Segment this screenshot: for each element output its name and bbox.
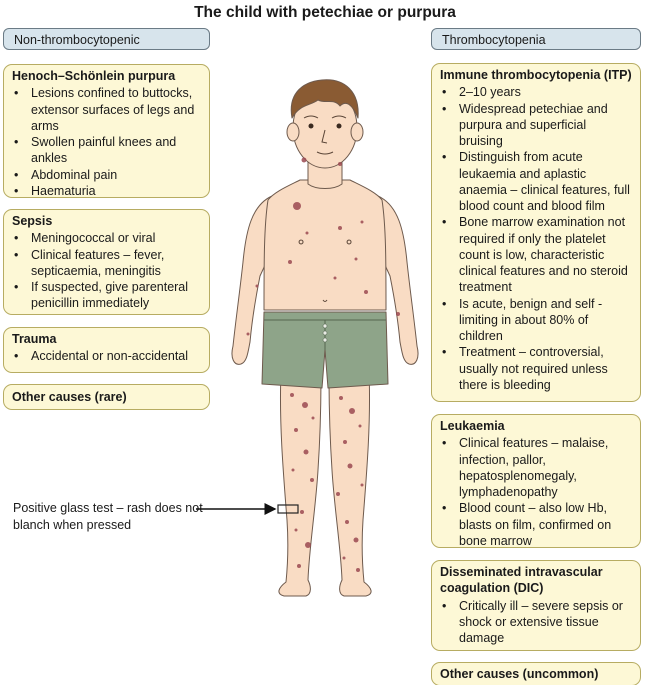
spot: [293, 202, 301, 210]
spot: [342, 556, 346, 560]
hair: [290, 79, 359, 119]
list-item: Bone marrow examination not required if …: [440, 214, 632, 295]
spot: [364, 290, 368, 294]
list-item: Clinical features – malaise, infection, …: [440, 435, 632, 500]
glass-test-rectangle: [277, 504, 299, 514]
left-ear: [286, 122, 300, 142]
spot: [345, 520, 349, 524]
list-item: Distinguish from acute leukaemia and apl…: [440, 149, 632, 214]
list-item: 2–10 years: [440, 84, 632, 101]
header-label: Non-thrombocytopenic: [14, 33, 140, 47]
left-eye: [308, 123, 314, 129]
leukaemia-box: Leukaemia Clinical features – malaise, i…: [431, 414, 641, 548]
glass-test-line-2: blanch when pressed: [13, 517, 132, 532]
sepsis-box: Sepsis Meningococcal or viral Clinical f…: [3, 209, 210, 315]
navel: [322, 299, 328, 302]
left-arm: [231, 195, 273, 365]
list-item: If suspected, give parenteral penicillin…: [12, 279, 201, 312]
list-item: Critically ill – severe sepsis or shock …: [440, 598, 632, 647]
spot: [305, 231, 309, 235]
spot: [294, 528, 298, 532]
spot: [303, 449, 309, 455]
mouth: [316, 151, 334, 155]
spot: [343, 440, 347, 444]
itp-box: Immune thrombocytopenia (ITP) 2–10 years…: [431, 63, 641, 402]
list-item: Abdominal pain: [12, 167, 201, 184]
right-eye: [336, 123, 342, 129]
spot: [300, 510, 304, 514]
list-item: Haematuria: [12, 183, 201, 200]
spot: [311, 416, 315, 420]
trauma-box: Trauma Accidental or non-accidental: [3, 327, 210, 373]
spot: [288, 260, 292, 264]
spot: [291, 468, 295, 472]
left-nipple: [298, 239, 304, 245]
spot: [302, 402, 308, 408]
list-item: Swollen painful knees and ankles: [12, 134, 201, 167]
spot: [338, 226, 342, 230]
list-item: Blood count – also low Hb, blasts on fil…: [440, 500, 632, 549]
spot: [396, 312, 400, 316]
dic-box: Disseminated intravascular coagulation (…: [431, 560, 641, 651]
list-item: Clinical features – fever, septicaemia, …: [12, 247, 201, 280]
header-label: Thrombocytopenia: [442, 33, 546, 47]
other-causes-uncommon-box: Other causes (uncommon): [431, 662, 641, 685]
spot: [353, 537, 359, 543]
spot: [360, 483, 364, 487]
list-item: Widespread petechiae and purpura and sup…: [440, 101, 632, 150]
right-arm: [377, 195, 419, 365]
shorts-button: [322, 323, 328, 329]
spot: [338, 162, 342, 166]
other-causes-rare-box: Other causes (rare): [3, 384, 210, 410]
spot: [290, 393, 294, 397]
spot: [347, 463, 353, 469]
spot: [349, 408, 355, 414]
list-item: Is acute, benign and self - limiting in …: [440, 296, 632, 345]
spot: [333, 276, 337, 280]
spot: [246, 332, 250, 336]
thrombocytopenia-header: Thrombocytopenia: [431, 28, 641, 50]
right-ear: [350, 122, 364, 142]
spot: [358, 424, 362, 428]
shorts-button: [322, 337, 328, 343]
spot: [294, 428, 298, 432]
box-title: Other causes (rare): [12, 390, 127, 404]
list-item: Treatment – controversial, usually not r…: [440, 344, 632, 393]
spot: [255, 284, 259, 288]
torso: [263, 179, 387, 311]
list-item: Lesions confined to buttocks, extensor s…: [12, 85, 201, 134]
right-nipple: [346, 239, 352, 245]
henoch-schonlein-box: Henoch–Schönlein purpura Lesions confine…: [3, 64, 210, 200]
shorts-button: [322, 330, 328, 336]
box-title: Other causes (uncommon): [440, 667, 599, 681]
left-eyebrow: [303, 115, 319, 119]
spot: [360, 220, 364, 224]
nose: [321, 129, 328, 144]
box-title: Henoch–Schönlein purpura: [12, 69, 176, 83]
box-title: Immune thrombocytopenia (ITP): [440, 68, 632, 82]
box-title: Trauma: [12, 332, 57, 346]
spot: [356, 568, 360, 572]
spot: [336, 492, 340, 496]
box-title: Sepsis: [12, 214, 53, 228]
right-eyebrow: [331, 115, 347, 119]
spot: [305, 542, 311, 548]
list-item: Accidental or non-accidental: [12, 348, 201, 365]
spot: [297, 564, 301, 568]
non-thrombocytopenic-header: Non-thrombocytopenic: [3, 28, 210, 50]
left-leg: [278, 371, 322, 597]
box-title: Disseminated intravascular coagulation (…: [440, 565, 603, 596]
glass-test-line-1: Positive glass test – rash does not: [13, 501, 203, 515]
spot: [354, 257, 358, 261]
box-title: Leukaemia: [440, 419, 505, 433]
right-leg: [328, 371, 372, 597]
list-item: Meningococcal or viral: [12, 230, 201, 247]
spot: [301, 157, 307, 163]
glass-test-note: Positive glass test – rash does not blan…: [13, 500, 203, 534]
spot: [310, 478, 314, 482]
diagram-title: The child with petechiae or purpura: [194, 4, 456, 21]
spot: [339, 396, 343, 400]
